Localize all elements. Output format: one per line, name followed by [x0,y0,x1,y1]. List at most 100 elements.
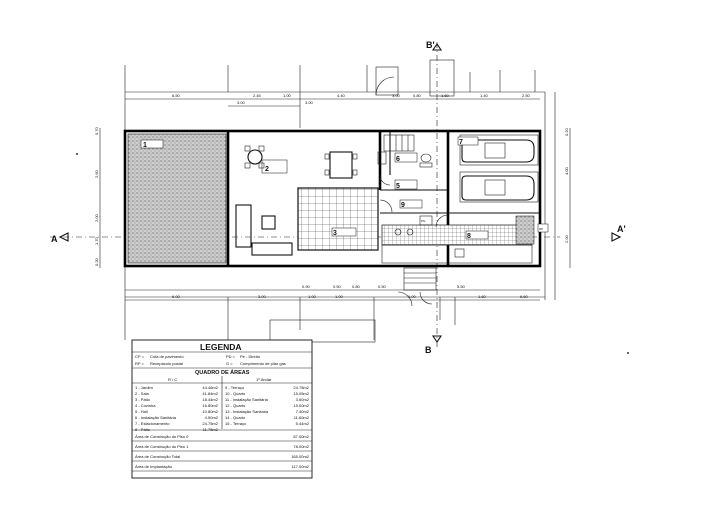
room-tag-3: 3 [333,230,337,237]
left-dimension-chain: 0.70 2.60 2.00 1.70 0.20 [94,126,101,268]
section-a-label: A [51,234,58,244]
room-tag-1: 1 [143,142,147,149]
area-row-value: 44.46m2 [202,385,218,390]
area-row-name: 12 - Quarto [225,403,246,408]
area-row-name: 3 - Pátio [135,397,151,402]
area-row-name: 5 - Hall [135,409,148,414]
area-row-name: 14 - Quarto [225,415,246,420]
area-row-name: 4 - Cozinha [135,403,156,408]
area-row-value: 4.50m2 [205,415,219,420]
dim-bottom-4: 1.00 [335,294,344,299]
dim-right-1: 4.00 [564,166,569,175]
area-row-name: 9 - Terraço [225,385,245,390]
area-row-value: 15.00m2 [293,403,309,408]
area-total-label: Área de Construção do Piso 1 [135,444,189,449]
dim-bottom-0: 6.00 [172,294,181,299]
dim-left-2: 2.00 [94,213,99,222]
area-total-value: 78.00m2 [293,444,309,449]
legend-symbol-pd-code: PD = [226,354,236,359]
dim-bottom-5: 0.50 [333,284,342,289]
area-row-name: 10 - Quarto [225,391,246,396]
legend-symbol-rp-text: Recepáculo postal [150,361,183,366]
dim-top-5: 0.80 [413,93,422,98]
legend-symbol-rp-code: RP = [135,361,145,366]
area-row-name: 1 - Jardim [135,385,153,390]
room-patio-tiled [297,187,379,251]
top-dimension-chain: 6.50 2.45 1.00 4.40 3.00 0.80 1.60 1.40 … [125,93,540,107]
dim-bottom-2: 0.90 [302,284,311,289]
bottom-dimension-chain: 6.00 3.00 0.90 1.00 1.00 0.50 0.80 0.50 … [125,284,540,301]
legend-symbol-g-text: Comprimento de pilar gás [240,361,286,366]
area-row-value: 41.84m2 [202,391,218,396]
room-garden [127,133,227,264]
area-row-name: 15 - Terraço [225,421,247,426]
area-row-value: 24.75m2 [293,385,309,390]
dim-left-0: 0.70 [94,126,99,135]
dim-top-3: 4.40 [337,93,346,98]
dim-bottom-1: 3.00 [258,294,267,299]
room-tag-9: 9 [401,202,405,209]
area-row-value: 18.44m2 [202,397,218,402]
area-row-value: 11.75m2 [203,427,219,432]
dim-top-8: 2.50 [522,93,531,98]
room-kitchen: PG 8 RP 9 [381,199,549,264]
section-b-label: B [425,345,432,355]
area-row-value: 10.80m2 [202,409,218,414]
dim-right-0: 0.20 [564,127,569,136]
legend-panel: LEGENDA CP = Cota de pavimento RP = Rece… [131,339,313,479]
dim-bottom-8: 1.00 [408,294,417,299]
area-row-name: 8 - Pátio [135,427,151,432]
dim-top-4: 3.00 [392,93,401,98]
legend-symbol-pd-text: Pé - Direito [240,354,261,359]
area-row-name: 7 - Estacionamento [135,421,170,426]
dim-bottom-9: 5.50 [457,284,466,289]
area-total-label: Área de Construção do Piso 0 [135,434,189,439]
area-row-value: 3.60m2 [296,397,310,402]
marker-pg: PG [421,219,426,223]
area-row-value: 15.05m2 [293,391,309,396]
room-tag-8: 8 [467,233,471,240]
area-total-value: 87.00m2 [293,434,309,439]
dim-top-2: 1.00 [283,93,292,98]
areas-totals: Área de Construção do Piso 0 87.00m2Área … [132,434,312,472]
area-row-value: 16.80m2 [202,403,218,408]
legend-symbol-cp-text: Cota de pavimento [150,354,184,359]
dim-left-4: 0.20 [94,257,99,266]
area-total-label: Área de Implantação [135,464,173,469]
areas-col-right: 1º Andar [256,377,272,382]
area-row-value: 7.40m2 [296,409,310,414]
dim-top-7: 1.40 [480,93,489,98]
area-total-value: 165.00m2 [291,454,310,459]
area-row-value: 24.75m2 [202,421,218,426]
room-tag-5: 5 [396,183,400,190]
dim-bottom-11: 6.60 [520,294,529,299]
dim-right-2: 2.00 [564,234,569,243]
areas-rows-left: 1 - Jardim 44.46m2 2 - Sala 41.84m2 3 - Páti… [135,385,219,432]
stray-mark [76,153,78,155]
area-row-value: 11.60m2 [294,415,310,420]
legend-title: LEGENDA [200,342,242,352]
room-living: 2 [235,145,358,256]
legend-symbol-g-code: G = [226,361,233,366]
marker-rp: RP [539,227,543,231]
dim-top-0: 6.50 [172,93,181,98]
area-row-name: 13 - Instalação Sanitária [225,409,269,414]
areas-title: QUADRO DE ÁREAS [195,369,250,376]
area-row-name: 6 - Instalação Sanitária [135,415,177,420]
dim-bottom-6: 0.80 [352,284,361,289]
stray-mark [627,352,629,354]
dim-top-1: 2.45 [253,93,262,98]
room-parking: 7 [457,134,539,203]
dim-bottom-3: 1.00 [308,294,317,299]
area-total-value: 117.00m2 [292,464,310,469]
area-row-name: 2 - Sala [135,391,150,396]
dim-left-3: 1.70 [94,236,99,245]
areas-col-left: R / C [168,377,177,382]
room-hall-wc: 6 5 [377,151,433,190]
dim-top2-1: 3.00 [305,100,314,105]
section-b-prime-label: B' [426,40,435,50]
room-tag-7: 7 [459,139,463,146]
site-lines [124,59,556,343]
